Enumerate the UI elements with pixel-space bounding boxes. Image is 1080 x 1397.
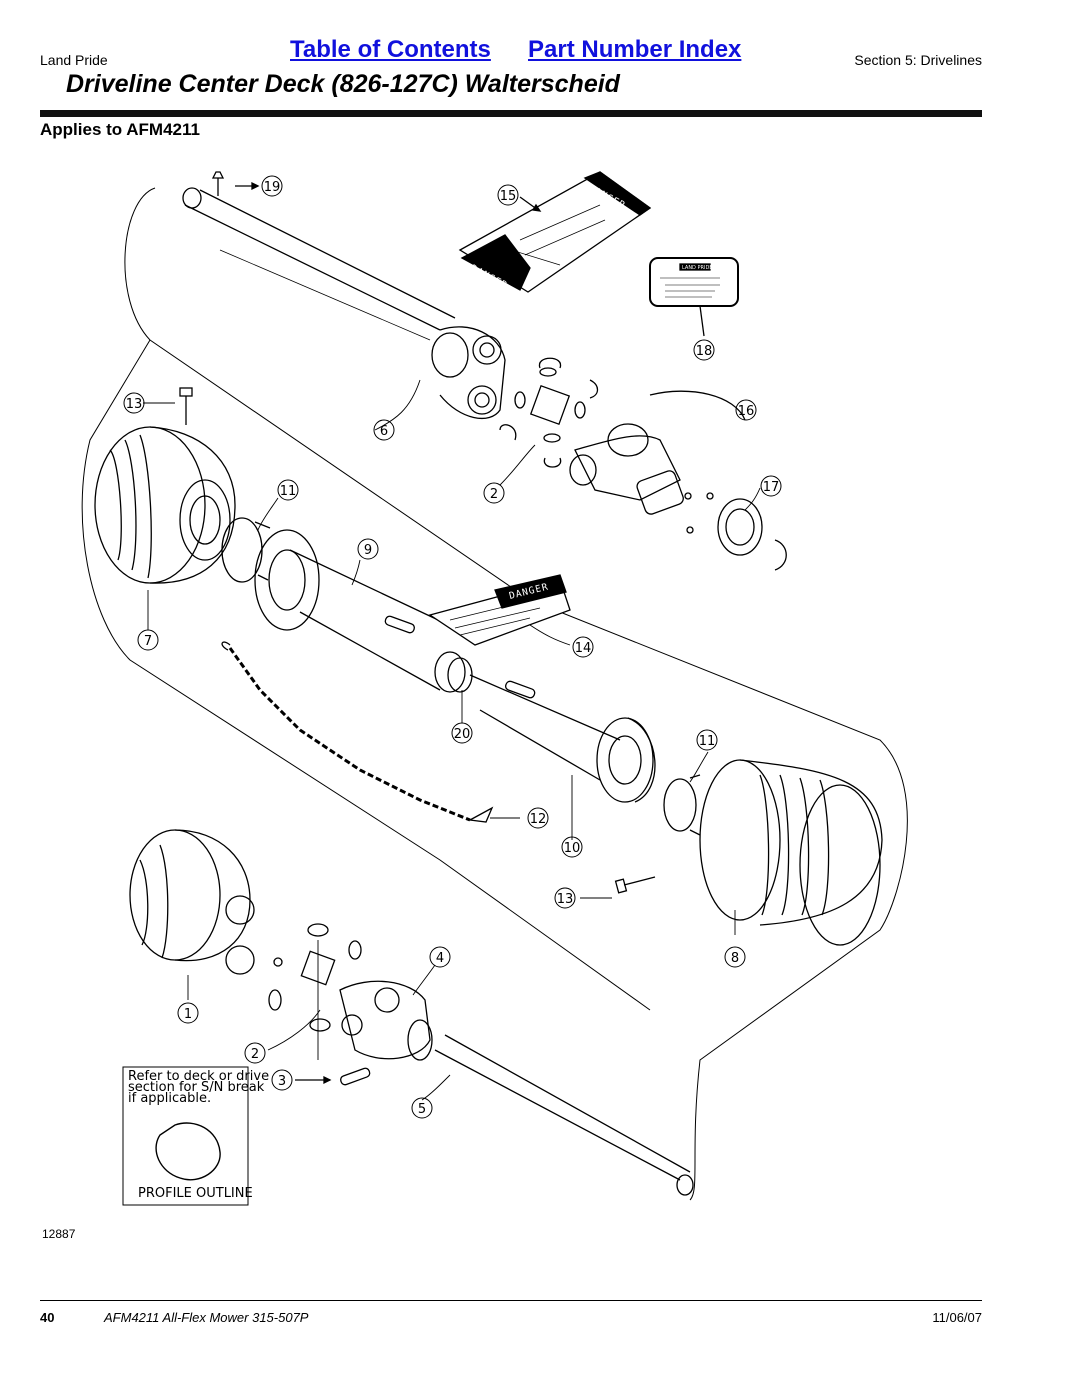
callout-2a: 2 [483,482,505,504]
outer-guard-tube [182,187,456,341]
svg-text:10: 10 [564,841,581,856]
serial-decal: LAND PRIDE [649,257,739,337]
svg-text:13: 13 [557,892,574,907]
bolt-upper [179,387,193,425]
svg-text:11: 11 [280,484,297,499]
table-of-contents-link[interactable]: Table of Contents [290,36,491,63]
leader-lines [143,379,761,1101]
footer-date: 11/06/07 [932,1310,982,1325]
svg-text:2: 2 [490,487,498,502]
callout-20: 20 [451,722,473,744]
profile-outline-box: Refer to deck or drive section for S/N b… [122,1066,269,1206]
inner-guard-cone [699,759,883,946]
callout-10: 10 [561,836,583,858]
callout-11a: 11 [277,479,299,501]
svg-text:8: 8 [731,951,739,966]
svg-text:13: 13 [126,397,143,412]
callout-13a: 13 [123,392,145,414]
callout-14: 14 [572,636,594,658]
applies-to-label: Applies to AFM4211 [40,120,200,139]
grease-fitting [211,171,260,196]
profile-tube [434,1034,694,1196]
callout-15: 15 [497,184,519,206]
callout-18: 18 [693,339,715,361]
lower-guard-cone [129,829,255,975]
page-number: 40 [40,1310,55,1325]
callout-9: 9 [357,538,379,560]
profile-note-line-2: section for S/N break [128,1080,265,1095]
svg-text:7: 7 [144,634,152,649]
svg-text:1: 1 [184,1007,192,1022]
callout-5: 5 [411,1097,433,1119]
danger-decal-lower: DANGER [428,574,571,646]
svg-text:11: 11 [699,734,716,749]
part-number-index-link[interactable]: Part Number Index [528,36,742,63]
svg-text:4: 4 [436,951,444,966]
inner-shaft-tube [469,674,656,803]
svg-text:3: 3 [278,1074,286,1089]
spring-pin [295,1067,371,1086]
callout-11b: 11 [696,729,718,751]
svg-text:14: 14 [575,641,592,656]
guard-bearing-ring-lower [663,774,701,836]
callout-4: 4 [429,946,451,968]
callout-8: 8 [724,946,746,968]
outer-guard-cone [94,426,236,584]
svg-text:2: 2 [251,1047,259,1062]
danger-decal-upper: DANGER DANGER [458,171,652,293]
svg-text:6: 6 [380,424,388,439]
svg-text:17: 17 [763,480,780,495]
callout-17: 17 [760,475,782,497]
callout-7: 7 [137,629,159,651]
safety-chain [221,641,494,823]
assembly-outline [124,187,908,1201]
svg-text:20: 20 [454,727,471,742]
svg-text:12: 12 [530,812,547,827]
driveline-exploded-diagram: DANGER [81,171,908,1206]
svg-text:15: 15 [500,189,517,204]
cross-bearing-kit-upper [499,357,599,468]
bearing-ring [684,492,787,571]
callout-19: 19 [261,175,283,197]
profile-note-line-3: if applicable. [128,1091,211,1106]
callout-13b: 13 [554,887,576,909]
callout-3: 3 [271,1069,293,1091]
brand-label: Land Pride [40,52,108,68]
bolt-lower [614,876,656,894]
svg-text:9: 9 [364,543,372,558]
svg-text:16: 16 [738,404,755,419]
inner-yoke [569,390,746,515]
callout-16: 16 [735,399,757,421]
callout-2b: 2 [244,1042,266,1064]
title-rule [40,110,982,117]
outer-yoke [431,326,506,419]
page-title: Driveline Center Deck (826-127C) Walters… [66,70,620,98]
profile-caption: PROFILE OUTLINE [138,1186,253,1201]
callout-12: 12 [527,807,549,829]
footer-rule [40,1300,982,1301]
lower-yoke [339,980,433,1061]
profile-note-line-1: Refer to deck or drive [128,1069,269,1084]
cross-bearing-kit-lower [268,923,362,1032]
callout-1: 1 [177,1002,199,1024]
serial-decal-brand: LAND PRIDE [682,265,712,271]
figure-number: 12887 [42,1227,76,1241]
section-label: Section 5: Drivelines [854,52,982,68]
callout-6: 6 [373,419,395,441]
svg-text:18: 18 [696,344,713,359]
callout-numbers: 19 15 18 13 6 16 2 11 17 9 7 14 20 11 12… [123,175,782,1119]
svg-text:19: 19 [264,180,281,195]
footer-document-title: AFM4211 All-Flex Mower 315-507P [104,1310,309,1325]
svg-text:5: 5 [418,1102,426,1117]
